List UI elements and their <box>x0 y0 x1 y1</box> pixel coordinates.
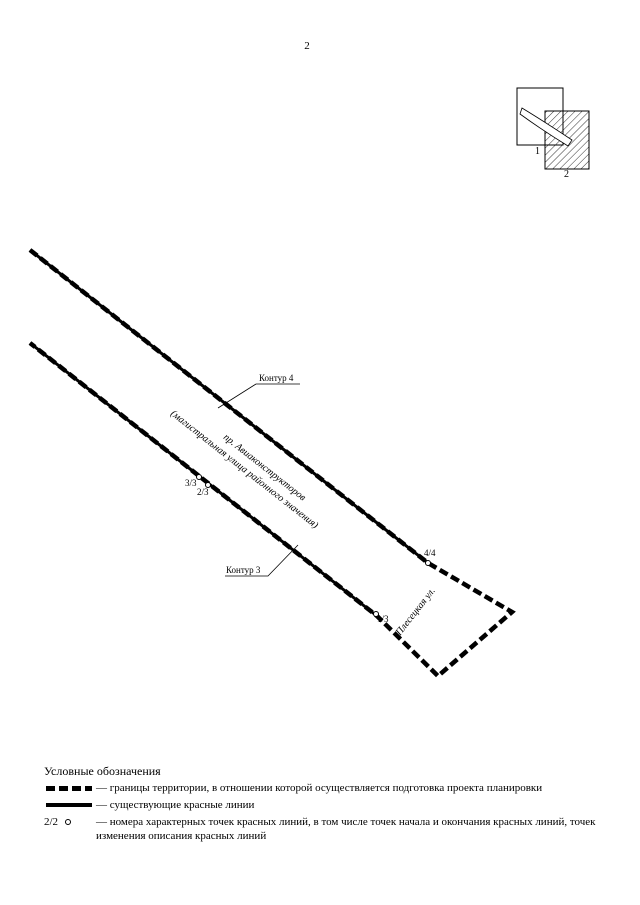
contour-4-label: Контур 4 <box>259 373 294 383</box>
page-number: 2 <box>304 40 310 52</box>
contour-4-leader <box>217 383 300 409</box>
point-circle-icon <box>65 819 72 826</box>
side-street-name: Плесецкая ул. <box>393 586 438 639</box>
inset-street-outline <box>519 107 573 147</box>
territory-boundary <box>28 248 516 680</box>
legend-point-symbol: 2/2 <box>44 815 96 829</box>
legend-points-text: — номера характерных точек красных линий… <box>96 816 596 842</box>
legend-row-points: 2/2 — номера характерных точек красных л… <box>44 815 604 843</box>
characteristic-points <box>196 474 431 617</box>
point-2-3-marker <box>205 482 211 488</box>
inset-map: 1 2 <box>516 87 590 180</box>
legend-row-red-lines: — существующие красные линии <box>44 798 604 812</box>
legend-red-lines-text: — существующие красные линии <box>96 799 255 811</box>
contour-leaders <box>217 383 300 577</box>
point-2-3-label: 2/3 <box>197 487 209 497</box>
contour-3-label: Контур 3 <box>226 565 261 575</box>
side-street-label-group: Плесецкая ул. <box>393 586 438 639</box>
point-4-4-label: 4/4 <box>424 548 436 558</box>
inset-sheet-1-label: 1 <box>535 146 540 157</box>
contour-3-leader <box>225 544 299 577</box>
point-3-3-label: 3/3 <box>185 478 197 488</box>
map-drawing: 1 2 Контур 4 Контур 3 пр. Авиаконструкто… <box>28 87 590 680</box>
legend: Условные обозначения — границы территори… <box>44 764 604 843</box>
legend-title: Условные обозначения <box>44 764 161 778</box>
point-1-3-marker <box>373 611 379 617</box>
inset-sheet-2-label: 2 <box>564 169 569 180</box>
street-label-group: пр. Авиаконструкторов (магистральная ули… <box>168 408 320 531</box>
legend-dashed-symbol <box>44 781 96 795</box>
legend-solid-symbol <box>44 798 96 812</box>
point-1-3-label: 1/3 <box>377 614 389 624</box>
point-3-3-marker <box>196 474 202 480</box>
legend-point-code: 2/2 <box>44 816 59 828</box>
legend-row-boundary: — границы территории, в отношении которо… <box>44 781 604 795</box>
point-4-4-marker <box>425 560 431 566</box>
legend-boundary-text: — границы территории, в отношении которо… <box>96 782 543 794</box>
